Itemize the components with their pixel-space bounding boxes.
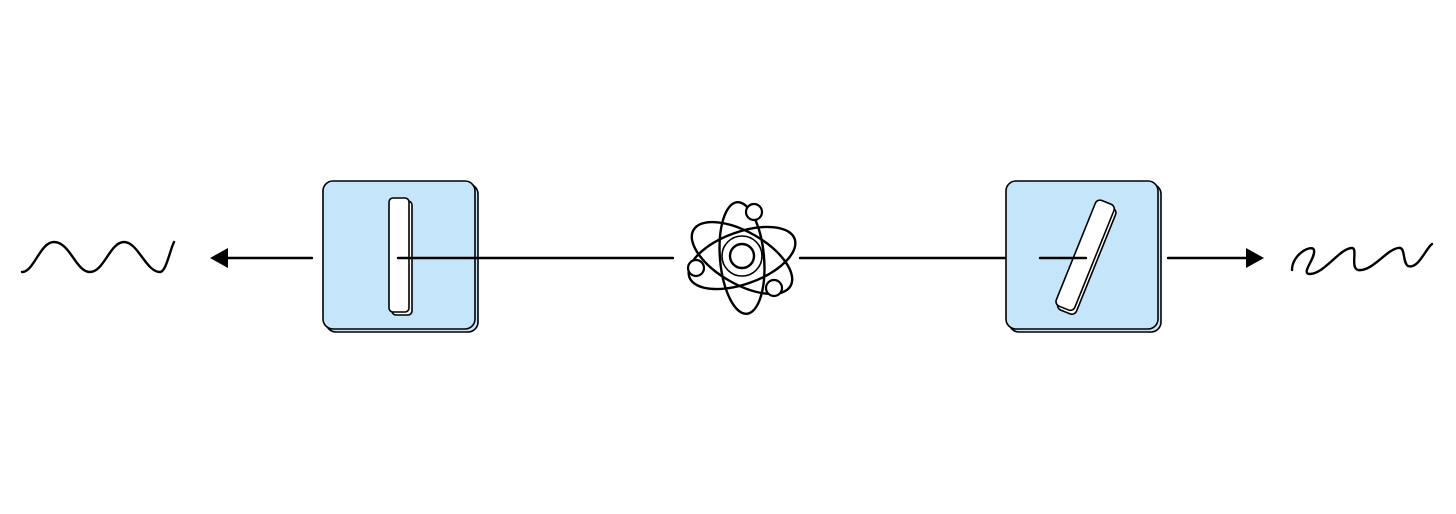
vertical-slit [388, 197, 413, 316]
atom-icon [686, 200, 797, 316]
arrow-right-icon [1166, 248, 1264, 268]
left-polarizer [322, 180, 479, 333]
right-polarizer [1005, 180, 1162, 333]
right-wave-icon [1290, 242, 1434, 276]
left-wave-icon [20, 240, 176, 274]
tilted-slit [1055, 199, 1117, 316]
arrow-left-icon [210, 248, 314, 268]
